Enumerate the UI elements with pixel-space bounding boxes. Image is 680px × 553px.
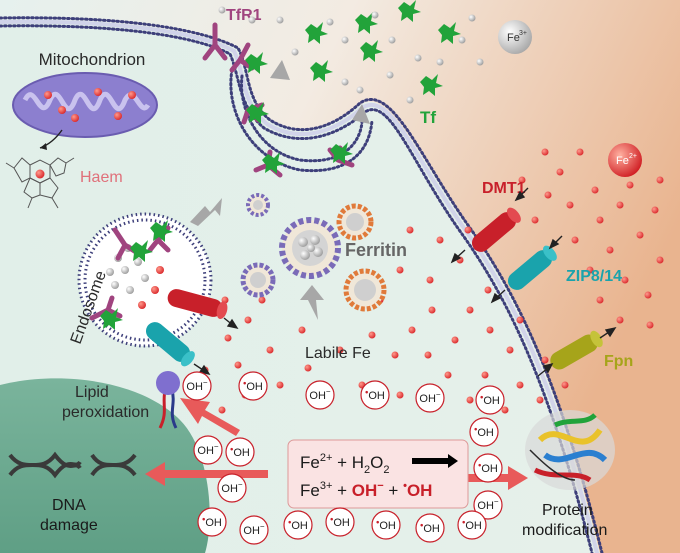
svg-text:2+: 2+ [629, 153, 637, 160]
hydroxyl-radical-bubble: •OH [371, 510, 401, 540]
ferritin-label: Ferritin [345, 240, 407, 260]
svg-text:•OH: •OH [202, 514, 222, 529]
hydroxide-ion-bubble: OH− [217, 473, 247, 503]
labile-fe-dots [201, 226, 569, 414]
hydroxyl-radical-bubble: •OH [457, 510, 487, 540]
fe3-dots [218, 6, 484, 104]
hydroxide-ion-bubble: OH− [415, 383, 445, 413]
fe3-icon: Fe 3+ [498, 20, 532, 54]
protein-icon [525, 410, 615, 490]
hydroxyl-radical-bubble: •OH [469, 417, 499, 447]
fe2-dots-extracellular [518, 148, 664, 329]
svg-text:OH−: OH− [197, 442, 219, 457]
svg-text:•OH: •OH [330, 514, 350, 529]
grey-arrows [190, 60, 370, 320]
hydroxide-ion-bubble: OH− [193, 435, 223, 465]
protein-label-1: Protein [542, 502, 593, 519]
hydroxyl-radical-bubble: •OH [360, 380, 390, 410]
svg-text:•OH: •OH [365, 387, 385, 402]
zip-transporter [507, 245, 557, 290]
reaction-line-2: Fe3+ + OH− + •OH [300, 480, 432, 500]
svg-text:•OH: •OH [420, 520, 440, 535]
svg-text:OH−: OH− [419, 390, 441, 405]
svg-text:Fe: Fe [616, 155, 629, 167]
endosome-zip [145, 322, 195, 367]
fpn-transporter [550, 330, 603, 370]
svg-text:OH−: OH− [186, 378, 208, 393]
haem-icon [5, 157, 75, 209]
endocytic-pit [229, 68, 374, 173]
svg-text:•OH: •OH [480, 392, 500, 407]
svg-text:OH−: OH− [477, 497, 499, 512]
hydroxyl-radical-bubble: •OH [238, 371, 268, 401]
small-arrows [193, 187, 617, 377]
dmt1-transporter [471, 207, 521, 252]
dna-label-1: DNA [52, 497, 86, 514]
transferrin-icons [100, 0, 461, 330]
hydroxyl-radical-bubble: •OH [283, 510, 313, 540]
dna-label-2: damage [40, 517, 98, 534]
svg-text:Fe: Fe [507, 32, 520, 44]
haem-label: Haem [80, 169, 123, 186]
ferritin-small-1 [336, 203, 374, 241]
fpn-label: Fpn [604, 353, 633, 370]
svg-text:OH−: OH− [309, 387, 331, 402]
plasma-membrane [0, 16, 604, 553]
dmt1-label: DMT1 [482, 180, 526, 197]
reaction-line-1: Fe2+ + H2O2 [300, 452, 390, 476]
hydroxyl-radical-bubble: •OH [473, 453, 503, 483]
hydroxyl-radical-bubble: •OH [225, 437, 255, 467]
ros-bubbles: OH− •OH OH− •OH OH− •OH •OH •OH OH− •OH OH− •OH OH− •… [182, 371, 505, 545]
svg-text:•OH: •OH [230, 444, 250, 459]
hydroxide-ion-bubble: OH− [182, 371, 212, 401]
hydroxide-ion-bubble: OH− [473, 490, 503, 520]
mitochondrion [12, 72, 158, 138]
hydroxide-ion-bubble: OH− [305, 380, 335, 410]
endosome-dmt1 [167, 289, 228, 320]
svg-text:•OH: •OH [474, 424, 494, 439]
svg-text:OH−: OH− [221, 480, 243, 495]
hydroxyl-radical-bubble: •OH [325, 507, 355, 537]
svg-text:•OH: •OH [243, 378, 263, 393]
ferritin-cluster [240, 193, 387, 312]
svg-text:•OH: •OH [462, 517, 482, 532]
lipid-label-2: peroxidation [62, 404, 149, 421]
dna-icon [8, 451, 137, 479]
fe2-icon: Fe 2+ [608, 143, 642, 177]
zip-label: ZIP8/14 [566, 268, 622, 285]
svg-text:•OH: •OH [478, 460, 498, 475]
hydroxyl-radical-bubble: •OH [197, 507, 227, 537]
tfr1-label: TfR1 [226, 7, 262, 24]
reaction-arrow [412, 454, 458, 468]
lipid-icon [156, 371, 180, 429]
hydroxyl-radical-bubble: •OH [475, 385, 505, 415]
svg-text:OH−: OH− [243, 522, 265, 537]
tf-label: Tf [420, 108, 436, 127]
svg-text:•OH: •OH [288, 517, 308, 532]
ferritin-large [279, 217, 341, 279]
ferritin-small-3 [343, 268, 387, 312]
ferritin-small-2 [240, 262, 276, 298]
svg-text:3+: 3+ [519, 30, 527, 37]
protein-label-2: modification [522, 522, 607, 539]
mitochondrion-label: Mitochondrion [39, 50, 146, 69]
hydroxyl-radical-bubble: •OH [415, 513, 445, 543]
svg-text:•OH: •OH [376, 517, 396, 532]
reaction-box: Fe2+ + H2O2 Fe3+ + OH− + •OH [287, 439, 469, 509]
ferritin-small-4 [246, 193, 270, 217]
lipid-label-1: Lipid [75, 384, 109, 401]
labile-fe-label: Labile Fe [305, 345, 371, 362]
hydroxide-ion-bubble: OH− [239, 515, 269, 545]
